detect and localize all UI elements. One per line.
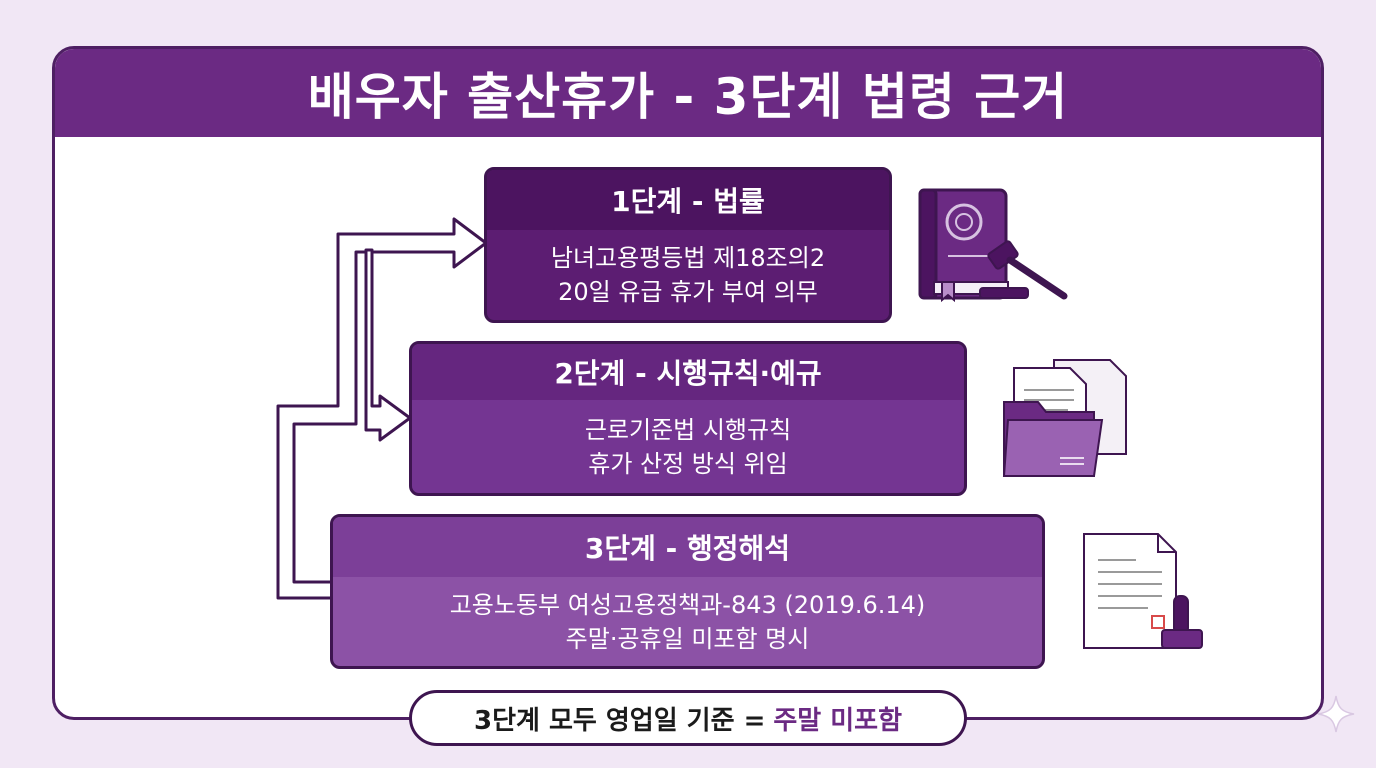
documents-folder-icon (1002, 359, 1127, 477)
step-2-line-2: 휴가 산정 방식 위임 (588, 449, 788, 478)
law-book-gavel-icon (918, 188, 1068, 303)
step-3-line-1: 고용노동부 여성고용정책과-843 (2019.6.14) (449, 590, 926, 619)
step-2-heading: 2단계 - 시행규칙·예규 (412, 344, 964, 400)
step-1-heading: 1단계 - 법률 (487, 170, 889, 230)
step-1-box: 1단계 - 법률 남녀고용평등법 제18조의2 20일 유급 휴가 부여 의무 (484, 167, 892, 323)
diagram-title: 배우자 출산휴가 - 3단계 법령 근거 (55, 49, 1321, 137)
summary-highlight: 주말 미포함 (773, 705, 903, 736)
stamped-document-icon (1083, 533, 1203, 649)
step-3-box: 3단계 - 행정해석 고용노동부 여성고용정책과-843 (2019.6.14)… (330, 514, 1045, 669)
sparkle-icon (1317, 695, 1355, 733)
step-1-line-2: 20일 유급 휴가 부여 의무 (558, 278, 818, 306)
step-2-line-1: 근로기준법 시행규칙 (584, 415, 792, 444)
step-2-box: 2단계 - 시행규칙·예규 근로기준법 시행규칙 휴가 산정 방식 위임 (409, 341, 967, 496)
summary-prefix: 3단계 모두 영업일 기준 = (473, 705, 766, 736)
step-3-heading: 3단계 - 행정해석 (333, 517, 1042, 577)
summary-pill: 3단계 모두 영업일 기준 = 주말 미포함 (409, 690, 967, 746)
step-3-line-2: 주말·공휴일 미포함 명시 (565, 624, 810, 653)
step-1-line-1: 남녀고용평등법 제18조의2 (550, 244, 826, 272)
arrow-to-step1 (276, 217, 488, 600)
arrow-to-step2 (364, 248, 412, 442)
